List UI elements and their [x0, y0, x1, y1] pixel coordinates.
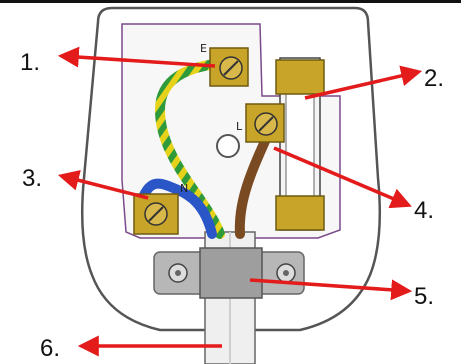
callout-6: 6.: [40, 335, 60, 362]
live-terminal: L: [236, 103, 285, 143]
callout-2: 2.: [424, 65, 444, 92]
arrow-3: [57, 169, 149, 200]
callout-1: 1.: [20, 49, 40, 76]
callout-4: 4.: [414, 197, 434, 224]
top-border: [0, 0, 461, 3]
callout-3: 3.: [22, 165, 42, 192]
earth-terminal: E: [200, 42, 249, 87]
live-terminal-label: L: [236, 120, 243, 133]
fuse: [275, 57, 325, 231]
fuse-top-clip: [275, 59, 325, 95]
arrow-2: [304, 65, 423, 100]
arrow-5: [249, 278, 413, 301]
callout-5: 5.: [414, 283, 434, 310]
central-post: [216, 134, 240, 158]
neutral-terminal: N: [133, 182, 188, 235]
fuse-bottom-clip: [275, 195, 325, 231]
neutral-terminal-label: N: [180, 182, 188, 195]
neutral-wire: [137, 178, 217, 239]
arrow-4: [273, 146, 412, 209]
arrow-1: [57, 46, 216, 68]
cable-grip: [153, 247, 305, 299]
earth-terminal-label: E: [200, 42, 207, 55]
